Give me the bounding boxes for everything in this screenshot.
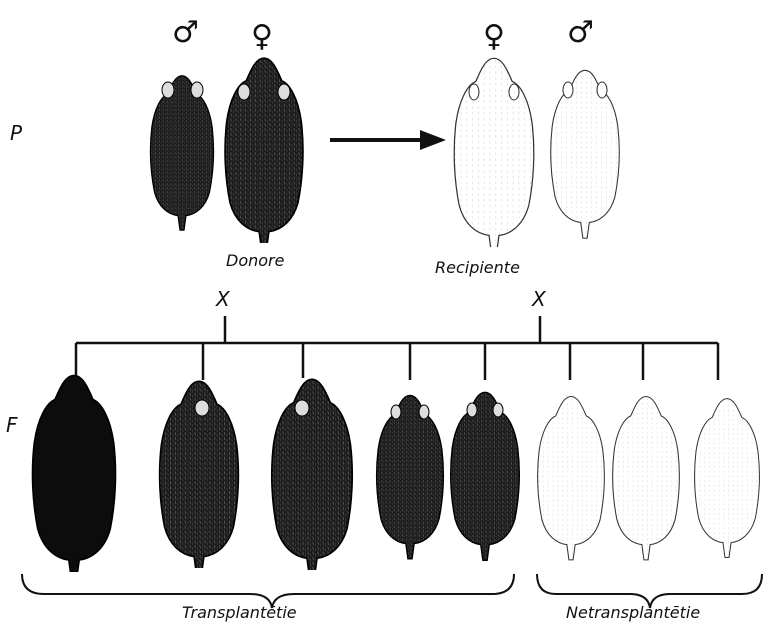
cross-symbol-recipients: X [531, 287, 547, 311]
offspring-bracket [76, 316, 718, 380]
offspring-mouse-transplanted-2 [160, 381, 239, 574]
recipients-label: Recipiente [435, 258, 520, 277]
generation-label-f: F [6, 413, 18, 437]
offspring-mouse-transplanted-4 [377, 395, 444, 558]
offspring-mouse-non-transplanted-1 [538, 396, 605, 559]
non-transplanted-label: Netransplantētie [566, 603, 700, 622]
transplanted-label: Transplantētie [182, 603, 297, 622]
offspring-mouse-transplanted-5 [451, 392, 519, 560]
male-symbol-donor: ♂ [172, 15, 199, 50]
offspring-mouse-transplanted-1 [33, 375, 116, 578]
transfer-arrow [330, 130, 446, 150]
offspring-mouse-non-transplanted-2 [613, 396, 680, 559]
recipient-mouse-female [454, 58, 534, 253]
male-symbol-recipient: ♂ [567, 15, 594, 50]
recipient-mouse-male [551, 70, 619, 238]
donors-label: Donore [226, 251, 285, 270]
donor-mouse-female [225, 58, 303, 249]
offspring-mouse-non-transplanted-3 [695, 399, 760, 558]
female-symbol-recipient: ♀ [483, 19, 505, 54]
generation-label-p: P [10, 121, 23, 145]
donor-mouse-male [151, 76, 214, 230]
offspring-mouse-transplanted-3 [272, 379, 352, 576]
cross-symbol-donors: X [215, 287, 231, 311]
female-symbol-donor: ♀ [251, 19, 273, 54]
